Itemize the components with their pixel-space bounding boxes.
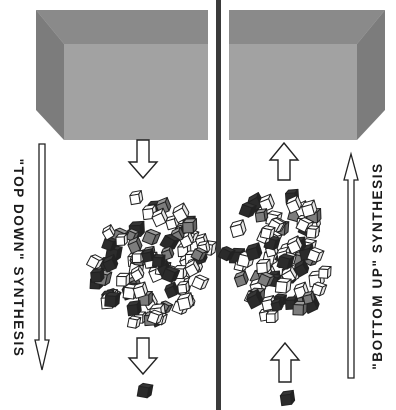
nanoparticle-cube [256, 258, 272, 275]
nanoparticle-cube [127, 236, 143, 255]
bottom-up-direction-arrow [343, 151, 359, 379]
nanoparticle-cube [136, 382, 154, 399]
up-arrow-upper [268, 141, 300, 181]
nanoparticle-cube [161, 266, 181, 283]
center-divider [216, 0, 221, 410]
nanoparticle-cube [318, 265, 332, 279]
nanoparticle-cube [265, 310, 279, 324]
down-arrow-upper [127, 139, 159, 180]
nanoparticle-cube [172, 202, 190, 224]
down-arrow-lower [127, 337, 159, 376]
nanoparticle-cube [276, 253, 295, 270]
nanoparticle-cube [258, 193, 275, 213]
nanoparticle-cluster-right [217, 188, 332, 324]
nanoparticle-cube [191, 274, 210, 290]
nanoparticle-cube [146, 309, 164, 325]
nanoparticle-cube [259, 225, 276, 240]
top-down-direction-arrow [34, 143, 50, 371]
nanoparticle-cube [126, 315, 142, 329]
single-particle-left [136, 382, 154, 399]
nanoparticle-cube [229, 219, 247, 239]
nanoparticle-cube [164, 281, 179, 299]
nanoparticle-cube [90, 267, 105, 283]
nanoparticle-cube [152, 253, 166, 268]
nanoparticle-cube [130, 264, 145, 283]
nanoparticle-cube [254, 208, 269, 223]
single-particle-right [279, 389, 296, 407]
nanoparticle-cube [160, 245, 175, 261]
nanoparticle-cube [238, 201, 257, 218]
nanoparticle-cube [155, 196, 172, 216]
nanoparticle-cube [302, 290, 316, 305]
nanoparticle-cube [151, 207, 168, 228]
nanoparticle-cube [177, 280, 190, 294]
nanoparticle-cube [176, 292, 194, 311]
nanoparticle-cube [141, 248, 155, 263]
nanoparticle-cube [116, 272, 131, 287]
nanoparticle-cube [257, 271, 276, 287]
nanoparticle-cube [101, 236, 119, 252]
nanoparticle-cube [104, 291, 121, 308]
nanoparticle-cube [217, 246, 236, 262]
nanoparticle-cube [182, 218, 198, 234]
nanoparticle-cube [305, 225, 320, 239]
nanoparticle-cube [306, 247, 325, 263]
nanoparticle-cube [245, 242, 263, 262]
nanoparticle-cube [86, 254, 105, 270]
nanoparticle-cube [102, 254, 119, 273]
nanoparticle-cube [292, 300, 308, 316]
nanoparticle-cube [102, 224, 116, 241]
nanoparticle-cube [141, 228, 161, 246]
nanoparticle-cube [132, 281, 149, 299]
nanoparticle-cube [129, 190, 144, 206]
bulk-block-left [36, 10, 208, 140]
nanoparticle-cube [285, 194, 302, 214]
nanoparticle-cube [301, 199, 318, 218]
bulk-block-right [229, 10, 385, 140]
nanoparticle-cube [270, 297, 284, 313]
up-arrow-lower [269, 341, 301, 383]
bottom-up-label: "BOTTOM UP" SYNTHESIS [370, 162, 385, 369]
nanoparticle-cube [293, 259, 310, 278]
nanoparticle-cube [126, 300, 142, 317]
top-down-label: "TOP DOWN" SYNTHESIS [11, 159, 26, 358]
nanoparticle-cluster-left [86, 190, 217, 329]
nanoparticle-cube [279, 389, 296, 407]
nanoparticle-cube [274, 277, 292, 294]
nanoparticle-cube [233, 270, 249, 288]
nanoparticle-cube [190, 247, 208, 262]
nanoparticle-cube [246, 288, 264, 310]
nanoparticle-cube [115, 233, 128, 247]
